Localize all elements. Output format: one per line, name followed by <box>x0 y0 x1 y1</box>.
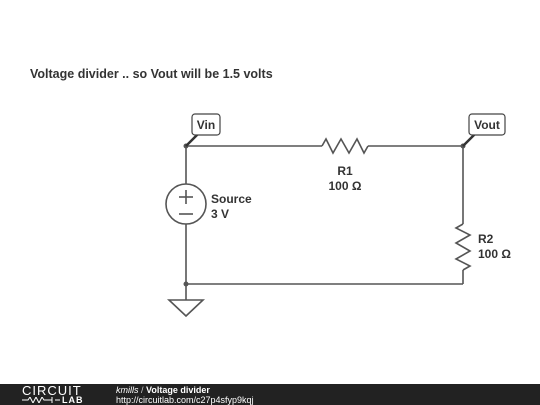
logo-top-text: CIRCUIT <box>22 383 82 398</box>
source-value-label: 3 V <box>211 207 229 221</box>
voltage-source[interactable] <box>165 183 207 225</box>
schematic-canvas: Vin Vout R1 100 Ω R2 100 Ω Source 3 V <box>165 113 511 318</box>
probe-vout-label: Vout <box>474 118 500 132</box>
probe-vin[interactable]: Vin <box>185 113 221 147</box>
circuit-url[interactable]: http://circuitlab.com/c27p4sfyp9kqj <box>116 395 254 405</box>
resistor-r2[interactable] <box>454 223 472 271</box>
footer-bar: CIRCUIT LAB kmills / Voltage divider htt… <box>0 383 540 405</box>
circuitlab-logo[interactable]: CIRCUIT LAB <box>20 383 98 405</box>
logo-bottom-text: LAB <box>62 395 84 405</box>
circuit-meta: kmills / Voltage divider http://circuitl… <box>116 385 254 405</box>
r1-value-label: 100 Ω <box>329 179 362 193</box>
junction-ground <box>183 281 189 287</box>
wires <box>185 145 464 300</box>
source-name-label: Source <box>211 192 252 206</box>
ground-icon[interactable] <box>166 299 206 318</box>
logo-wave-icon <box>22 397 60 403</box>
author-link[interactable]: kmills <box>116 385 139 395</box>
r1-name-label: R1 <box>337 164 353 178</box>
probe-vin-label: Vin <box>197 118 215 132</box>
meta-separator: / <box>141 385 144 395</box>
circuit-name[interactable]: Voltage divider <box>146 385 210 395</box>
r2-value-label: 100 Ω <box>478 247 511 261</box>
resistor-r1[interactable] <box>321 137 369 155</box>
r2-name-label: R2 <box>478 232 494 246</box>
probe-vout[interactable]: Vout <box>462 113 506 147</box>
circuit-title: Voltage divider .. so Vout will be 1.5 v… <box>30 67 273 81</box>
